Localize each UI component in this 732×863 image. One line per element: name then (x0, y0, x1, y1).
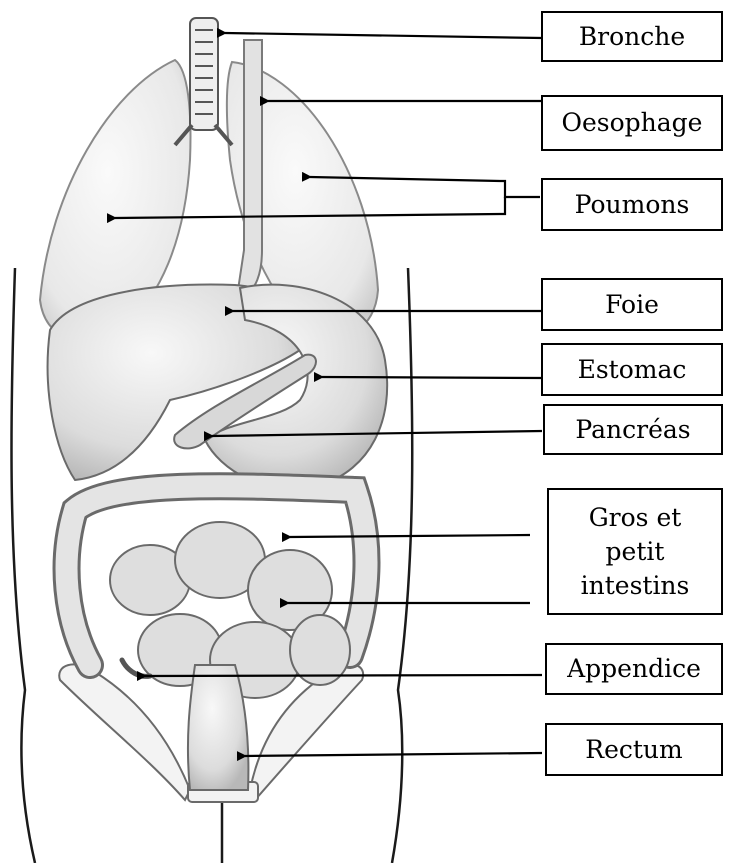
label-poumons: Poumons (541, 178, 723, 231)
label-pancreas: Pancréas (543, 404, 723, 455)
pointer-estomac (322, 377, 542, 378)
label-appendice-text: Appendice (567, 652, 701, 686)
label-pancreas-text: Pancréas (575, 413, 690, 447)
rectum (188, 665, 249, 790)
label-estomac: Estomac (541, 343, 723, 396)
label-foie-text: Foie (605, 288, 659, 322)
label-intestins-line-1: Gros et (589, 501, 682, 535)
label-estomac-text: Estomac (578, 353, 687, 387)
label-bronche-text: Bronche (579, 20, 685, 54)
label-bronche: Bronche (541, 11, 723, 62)
label-intestins-line-2: petit (606, 535, 665, 569)
pointer-gros-intestin (290, 535, 530, 537)
label-foie: Foie (541, 278, 723, 331)
pointer-bronche (225, 33, 542, 38)
label-rectum: Rectum (545, 723, 723, 776)
pointer-appendice (145, 675, 542, 676)
label-poumons-text: Poumons (575, 188, 690, 222)
label-intestins: Gros et petit intestins (547, 488, 723, 615)
pointer-poumons-lower-bracket (500, 197, 505, 214)
label-appendice: Appendice (545, 643, 723, 695)
label-intestins-line-3: intestins (581, 569, 690, 603)
pointer-poumons-bracket (500, 181, 540, 197)
label-oesophage-text: Oesophage (562, 106, 703, 140)
label-rectum-text: Rectum (585, 733, 682, 767)
label-oesophage: Oesophage (541, 95, 723, 151)
